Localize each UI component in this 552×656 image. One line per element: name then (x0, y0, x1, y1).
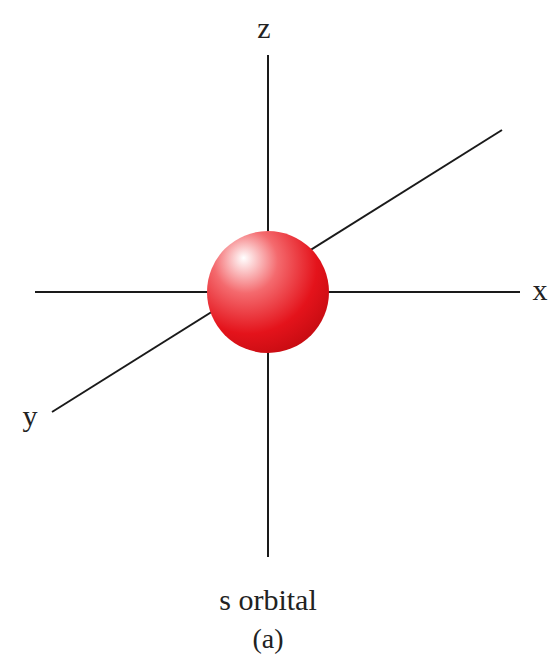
caption-label: s orbital (219, 585, 317, 615)
panel-label: (a) (252, 625, 283, 653)
s-orbital-sphere (207, 231, 329, 353)
axis-label: y (23, 401, 38, 431)
axis-label: z (257, 13, 270, 43)
axis-label: x (533, 275, 548, 305)
y-axis (52, 130, 502, 412)
